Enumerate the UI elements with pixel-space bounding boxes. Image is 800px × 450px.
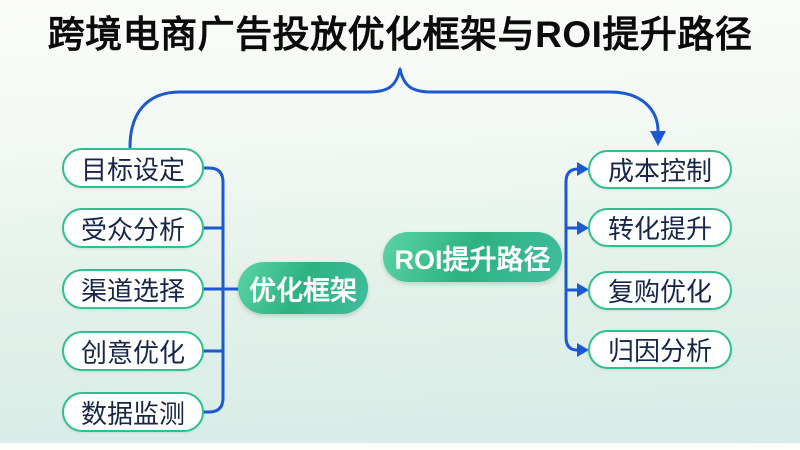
brace-down-arrowhead xyxy=(650,131,666,146)
bottom-letterbox xyxy=(0,443,800,450)
node-repurchase-optimization: 复购优化 xyxy=(588,271,732,310)
pill-optimization-framework: 优化框架 xyxy=(238,262,368,314)
node-goal-setting: 目标设定 xyxy=(62,148,204,188)
right-arrowhead-3 xyxy=(577,283,589,297)
node-attribution-analysis: 归因分析 xyxy=(588,330,732,369)
pill-roi-improvement-path: ROI提升路径 xyxy=(383,232,562,282)
node-channel-selection: 渠道选择 xyxy=(62,269,204,309)
node-cost-control: 成本控制 xyxy=(588,150,732,189)
page-title: 跨境电商广告投放优化框架与ROI提升路径 xyxy=(47,14,753,55)
node-conversion-improvement: 转化提升 xyxy=(588,208,732,247)
right-arrowhead-2 xyxy=(577,221,589,235)
title-brace xyxy=(128,67,660,149)
right-bus-connector xyxy=(564,167,580,352)
right-arrowhead-4 xyxy=(577,343,589,357)
node-creative-optimization: 创意优化 xyxy=(62,331,204,371)
node-data-monitoring: 数据监测 xyxy=(62,392,204,432)
right-arrowhead-1 xyxy=(577,162,589,176)
node-audience-analysis: 受众分析 xyxy=(62,208,204,248)
